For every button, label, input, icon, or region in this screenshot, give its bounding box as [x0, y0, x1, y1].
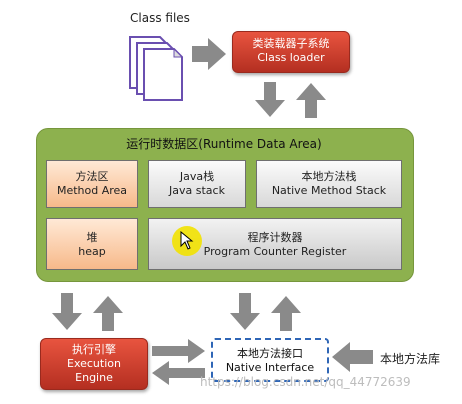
exec-en1: Execution	[67, 357, 121, 370]
method-area-cn: 方法区	[75, 170, 109, 183]
arrow-native-to-exec	[152, 361, 205, 385]
native-if-cn: 本地方法接口	[237, 347, 303, 360]
arrow-files-to-loader	[192, 38, 226, 70]
native-stack-cn: 本地方法栈	[301, 170, 357, 183]
arrow-loader-down	[255, 82, 285, 117]
class-loader-box: 类装载器子系统 Class loader	[232, 31, 350, 73]
arrow-exec-to-native	[152, 339, 205, 363]
watermark-text: https://blog.csdn.net/qq_44772639	[200, 375, 411, 389]
java-stack-cn: Java栈	[179, 170, 215, 183]
class-files-label: Class files	[130, 11, 190, 25]
exec-cn: 执行引擎	[72, 343, 116, 356]
native-if-en: Native Interface	[225, 361, 315, 374]
method-area-cell: 方法区 Method Area	[46, 160, 138, 208]
class-loader-en: Class loader	[257, 51, 325, 64]
arrow-loader-up	[296, 83, 326, 118]
native-library-label: 本地方法库	[380, 352, 441, 366]
native-stack-cell: 本地方法栈 Native Method Stack	[256, 160, 402, 208]
heap-cn: 堆	[86, 231, 98, 244]
pc-cn: 程序计数器	[247, 231, 303, 244]
heap-cell: 堆 heap	[46, 218, 138, 270]
arrow-lib-to-native	[332, 342, 373, 372]
document-stack-icon	[129, 36, 184, 101]
runtime-area-title: 运行时数据区(Runtime Data Area)	[126, 137, 322, 151]
method-area-en: Method Area	[56, 184, 128, 197]
move-cursor-icon	[180, 231, 194, 250]
java-stack-cell: Java栈 Java stack	[148, 160, 246, 208]
pc-en: Program Counter Register	[203, 245, 347, 258]
native-stack-en: Native Method Stack	[271, 184, 387, 197]
native-interface-box: 本地方法接口 Native Interface	[211, 338, 329, 382]
exec-en2: Engine	[75, 371, 113, 384]
arrow-exec-to-area-up	[93, 296, 123, 331]
heap-en: heap	[78, 245, 106, 258]
arrow-area-to-exec-down	[52, 293, 82, 330]
class-loader-cn: 类装载器子系统	[252, 37, 330, 50]
arrow-area-to-native-down	[230, 293, 260, 330]
java-stack-en: Java stack	[169, 184, 225, 197]
arrow-native-to-area-up	[271, 296, 301, 331]
execution-engine-box: 执行引擎 Execution Engine	[40, 338, 148, 390]
